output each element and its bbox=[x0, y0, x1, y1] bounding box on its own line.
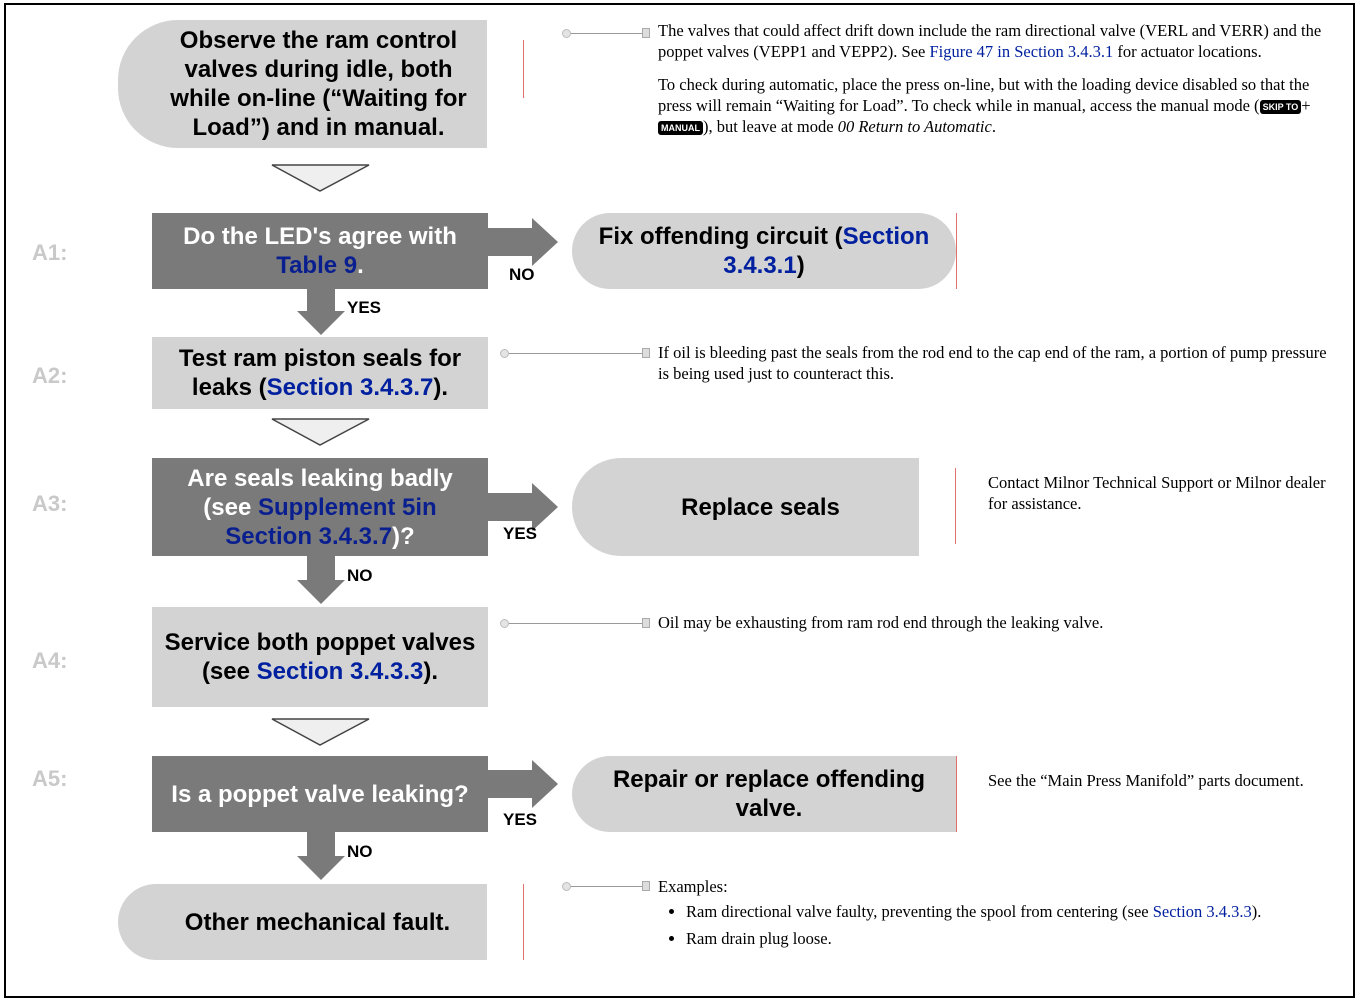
section-3433-link-2[interactable]: Section 3.4.3.3 bbox=[1152, 902, 1252, 921]
figure-47-link[interactable]: Figure 47 in Section 3.4.3.1 bbox=[929, 42, 1114, 61]
step-replace-text: Replace seals bbox=[681, 493, 840, 521]
divider-start bbox=[523, 40, 524, 98]
note-6-connector bbox=[562, 880, 650, 892]
step-fix-box: Fix offending circuit (Section 3.4.3.1) bbox=[572, 213, 956, 289]
right-arrow-a3 bbox=[488, 483, 558, 531]
down-arrow-yes-a1 bbox=[297, 289, 345, 335]
step-a1-label: A1: bbox=[32, 240, 68, 265]
note-6-title: Examples: bbox=[658, 877, 728, 896]
answer-yes-a5: YES bbox=[503, 810, 538, 829]
step-replace-box: Replace seals bbox=[572, 458, 919, 556]
step-a2-box: Test ram piston seals for leaks (Section… bbox=[152, 337, 488, 409]
answer-no-a5: NO bbox=[347, 842, 373, 861]
list-item: Ram directional valve faulty, preventing… bbox=[686, 901, 1328, 922]
note-2: If oil is bleeding past the seals from t… bbox=[658, 343, 1327, 383]
skip-to-key-icon: SKIP TO bbox=[1259, 100, 1302, 115]
table-9-link[interactable]: Table 9 bbox=[276, 252, 358, 279]
answer-no-a3: NO bbox=[347, 566, 373, 585]
divider-fix bbox=[956, 213, 957, 289]
divider-replace bbox=[955, 468, 956, 544]
step-fix-text: Fix offending circuit (Section 3.4.3.1) bbox=[598, 223, 930, 279]
note-1: The valves that could affect drift down … bbox=[658, 20, 1338, 149]
note-1-paragraph-2: To check during automatic, place the pre… bbox=[658, 75, 1311, 136]
step-a3-box: Are seals leaking badly (see Supplement … bbox=[152, 458, 488, 556]
note-1-paragraph-1: The valves that could affect drift down … bbox=[658, 21, 1322, 61]
right-arrow-a1 bbox=[488, 218, 558, 266]
note-4: Oil may be exhausting from ram rod end t… bbox=[658, 613, 1104, 632]
answer-yes-a1: YES bbox=[347, 298, 382, 317]
section-3437-link[interactable]: Section 3.4.3.7 bbox=[266, 374, 434, 401]
step-other-text: Other mechanical fault. bbox=[184, 908, 451, 936]
step-a3-text: Are seals leaking badly (see Supplement … bbox=[187, 464, 453, 550]
step-repair-text: Repair or replace offending valve. bbox=[612, 766, 926, 822]
down-arrow-no-a5 bbox=[297, 832, 345, 880]
step-a1-box: Do the LED's agree with Table 9. bbox=[152, 213, 488, 289]
step-start-box: Observe the ram control valves during id… bbox=[118, 20, 487, 148]
note-4-connector bbox=[500, 617, 650, 629]
list-item: Ram drain plug loose. bbox=[686, 928, 1328, 949]
note-1-connector bbox=[562, 27, 650, 39]
step-a5-label: A5: bbox=[32, 766, 68, 791]
divider-repair bbox=[956, 756, 957, 832]
answer-yes-a3: YES bbox=[503, 524, 538, 543]
step-a4-label: A4: bbox=[32, 648, 68, 673]
step-repair-box: Repair or replace offending valve. bbox=[572, 756, 956, 832]
step-start-text: Observe the ram control valves during id… bbox=[170, 27, 467, 141]
step-a3-label: A3: bbox=[32, 491, 68, 516]
section-3431-link[interactable]: Section 3.4.3.1 bbox=[723, 223, 930, 279]
supplement-5-link[interactable]: Supplement 5in Section 3.4.3.7 bbox=[225, 493, 437, 550]
step-a1-text: Do the LED's agree with Table 9. bbox=[183, 223, 457, 279]
step-a2-label: A2: bbox=[32, 363, 68, 388]
manual-key-icon: MANUAL bbox=[658, 121, 703, 136]
step-a4-text: Service both poppet valves (see Section … bbox=[164, 629, 476, 685]
step-a5-box: Is a poppet valve leaking? bbox=[152, 756, 488, 832]
divider-other bbox=[523, 884, 524, 960]
step-a2-text: Test ram piston seals for leaks (Section… bbox=[178, 345, 462, 401]
note-2-connector bbox=[500, 347, 650, 359]
step-a5-text: Is a poppet valve leaking? bbox=[171, 780, 469, 808]
page-frame bbox=[4, 3, 1355, 998]
note-6: Examples: Ram directional valve faulty, … bbox=[658, 876, 1328, 955]
section-3433-link[interactable]: Section 3.4.3.3 bbox=[256, 658, 424, 685]
step-other-box: Other mechanical fault. bbox=[118, 884, 487, 960]
down-arrow-no-a3 bbox=[297, 556, 345, 604]
down-arrow-1 bbox=[271, 164, 370, 192]
down-arrow-2 bbox=[271, 418, 370, 446]
note-3: Contact Milnor Technical Support or Miln… bbox=[988, 473, 1326, 513]
right-arrow-a5 bbox=[488, 760, 558, 808]
answer-no-a1: NO bbox=[509, 265, 535, 284]
examples-list: Ram directional valve faulty, preventing… bbox=[658, 901, 1328, 949]
down-arrow-3 bbox=[271, 718, 370, 746]
step-a4-box: Service both poppet valves (see Section … bbox=[152, 607, 488, 707]
note-5: See the “Main Press Manifold” parts docu… bbox=[988, 771, 1304, 790]
